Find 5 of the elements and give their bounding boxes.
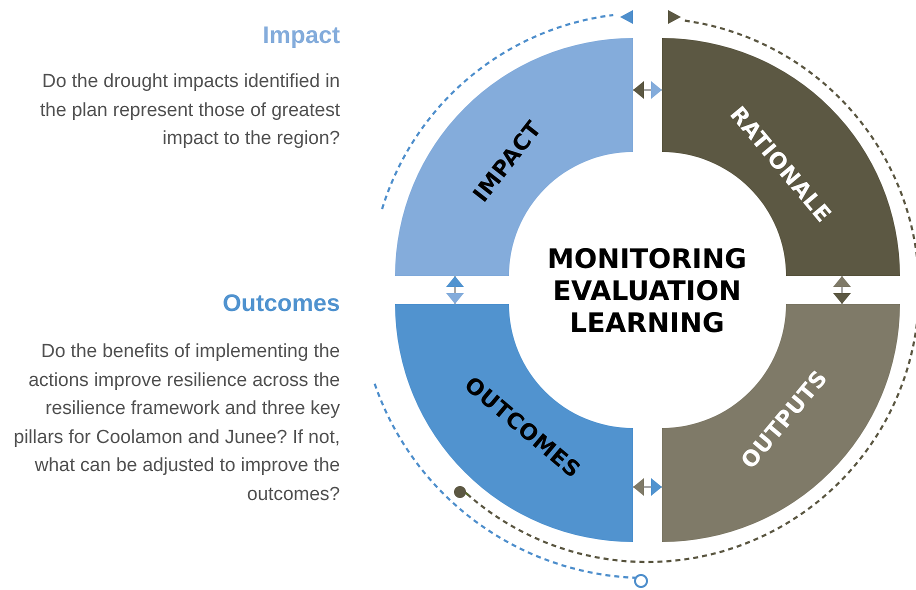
center-title: MONITORING EVALUATION LEARNING	[546, 244, 748, 340]
section-heading: Outcomes	[222, 290, 340, 318]
question-text: Do the benefits of implementing the actions improve resilience across the resilience framework and three key pillars for Coolamon and Junee? If not, what can be adjusted to improve the outcomes?	[12, 340, 340, 506]
section-heading: Impact	[262, 22, 340, 50]
question-text: Do the drought impacts identified in the plan represent those of greatest impact to the region?	[40, 70, 340, 151]
